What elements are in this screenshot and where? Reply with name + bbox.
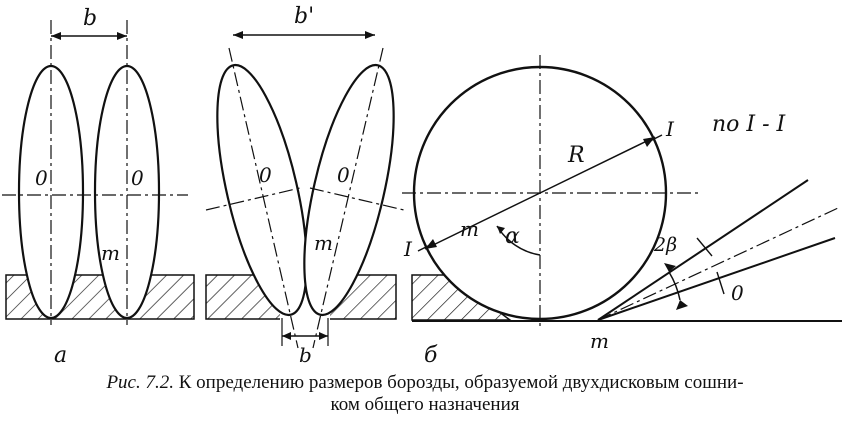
label-m-a: m [101, 241, 120, 265]
caption-text-1: К определению размеров борозды, образуем… [178, 372, 744, 393]
wedge-upper-line [597, 179, 809, 321]
arrow-right-b-prime [365, 31, 375, 39]
two-beta-arc [668, 271, 681, 301]
section-tick-left [417, 244, 431, 252]
label-m-radius: m [460, 217, 479, 241]
part-a-tilted: b' 0 0 m b [205, 4, 405, 367]
radius-line-r [539, 136, 656, 194]
label-section-view: по I - I [712, 112, 787, 137]
part-a: b 0 0 m а [2, 6, 195, 368]
label-section-left: I [403, 237, 413, 261]
caption-line-1: Рис. 7.2. К определению размеров борозды… [0, 372, 850, 394]
label-b-bottom: b [299, 343, 312, 367]
part-b: R m α I I по I - I 2β 0 m б [402, 55, 842, 368]
label-o-left-a: 0 [35, 166, 48, 190]
centerline-cross-right-tilted [309, 187, 405, 211]
two-beta-arrow-top [664, 263, 676, 272]
label-o-right-tilted: 0 [337, 163, 350, 187]
wedge-lower-line [597, 237, 836, 321]
alpha-arc-arrowhead [497, 226, 505, 234]
figure-caption: Рис. 7.2. К определению размеров борозды… [0, 372, 850, 416]
centerline-disc-left-tilted [228, 47, 299, 349]
wedge-tick-upper [696, 237, 713, 257]
label-b-prime: b' [294, 4, 314, 29]
arrow-left-b-bottom [282, 332, 291, 340]
section-tick-top [649, 134, 663, 142]
radius-line-m [424, 192, 541, 250]
label-section-top: I [665, 117, 675, 141]
label-b-top: b [83, 6, 97, 31]
label-m-tilted: m [314, 231, 333, 255]
arrow-right-b [117, 32, 127, 40]
caption-line-2: ком общего назначения [330, 394, 520, 415]
disc-right-tilted [303, 63, 395, 317]
furrow-diagram: b 0 0 m а b' 0 0 m b [2, 4, 842, 368]
label-o-right-a: 0 [131, 166, 144, 190]
label-r: R [567, 143, 585, 168]
label-m-contact: m [590, 329, 609, 353]
label-alpha: α [505, 224, 520, 249]
wedge-axis [597, 207, 839, 321]
two-beta-arrow-bottom [676, 300, 688, 310]
centerline-disc-right-tilted [312, 47, 384, 349]
label-two-beta: 2β [653, 234, 677, 256]
wedge-tick-lower [716, 271, 725, 295]
label-part-b: б [424, 343, 438, 368]
label-o-section: 0 [731, 281, 744, 305]
label-part-a: а [54, 343, 67, 368]
arrow-left-b-prime [233, 31, 243, 39]
arrow-left-b [51, 32, 61, 40]
arrow-right-b-bottom [319, 332, 328, 340]
caption-number: Рис. 7.2. [106, 372, 174, 393]
centerline-cross-left-tilted [205, 187, 301, 211]
label-o-left-tilted: 0 [259, 163, 272, 187]
